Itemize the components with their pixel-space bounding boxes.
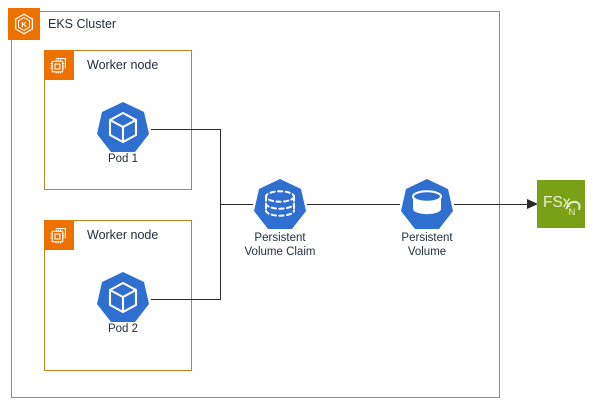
persistent-volume-label: Persistent Volume [401,232,453,258]
fsx-wordmark: FSx [543,194,571,211]
eks-cluster-icon: K [8,8,40,40]
eks-cluster-label: EKS Cluster [48,17,117,31]
arrowhead-icon [527,198,538,209]
worker-node-container-2 [44,220,192,371]
kubernetes-pod-icon [95,270,151,326]
svg-text:K: K [21,20,27,29]
worker-node-label-1: Worker node [87,58,159,72]
netapp-n-glyph: N [569,207,576,218]
kubernetes-persistent-volume-icon [399,177,455,233]
worker-node-label-2: Worker node [87,228,159,242]
persistent-volume-claim-label: Persistent Volume Claim [244,232,316,258]
connector-pod2-to-trunk [151,299,221,301]
amazon-fsx-netapp-ontap-icon: FSx N [537,180,585,228]
connector-pod1-to-trunk [151,129,221,131]
worker-node-icon [44,50,74,80]
pod-2-label: Pod 2 [107,323,139,335]
connector-pvc-to-pv [307,204,400,206]
worker-node-icon [44,220,74,250]
connector-trunk-to-pvc [220,204,253,206]
connector-trunk-vertical [219,129,221,300]
worker-node-container-1 [44,50,192,190]
connector-pv-to-fsx [454,204,530,206]
kubernetes-persistent-volume-claim-icon [252,177,308,233]
kubernetes-pod-icon [95,100,151,156]
pod-1-label: Pod 1 [107,153,139,165]
